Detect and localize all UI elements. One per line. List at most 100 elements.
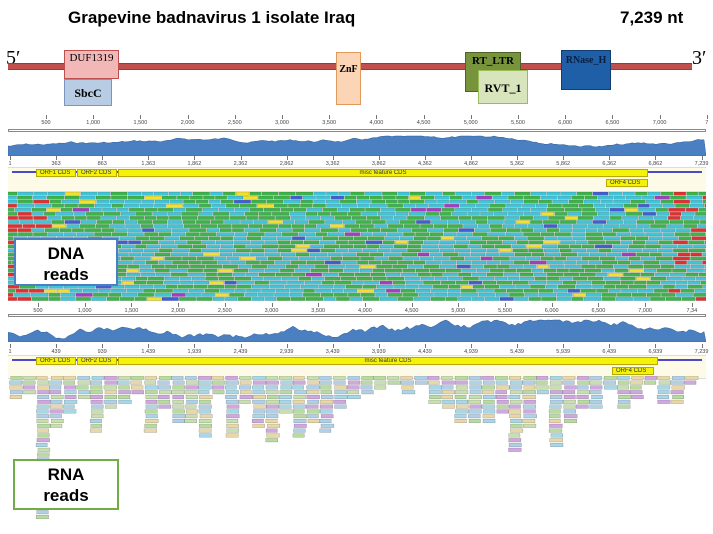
rna-read[interactable] <box>278 399 292 404</box>
dna-read[interactable] <box>324 276 341 281</box>
rna-read[interactable] <box>575 404 589 409</box>
dna-read[interactable] <box>313 192 326 196</box>
dna-read[interactable] <box>234 288 246 293</box>
rna-read[interactable] <box>49 385 62 390</box>
dna-read[interactable] <box>681 297 696 301</box>
dna-read[interactable] <box>577 216 594 220</box>
dna-read[interactable] <box>517 208 531 212</box>
dna-read[interactable] <box>266 199 284 204</box>
dna-read[interactable] <box>431 220 448 224</box>
dna-read[interactable] <box>516 284 530 289</box>
dna-read[interactable] <box>320 228 338 232</box>
dna-read[interactable] <box>170 268 187 273</box>
rna-read[interactable] <box>509 399 523 404</box>
rna-read[interactable] <box>185 376 197 380</box>
rna-read[interactable] <box>292 385 304 390</box>
dna-read[interactable] <box>182 220 196 224</box>
dna-read[interactable] <box>593 203 606 208</box>
dna-read[interactable] <box>680 216 694 220</box>
dna-read[interactable] <box>440 280 456 285</box>
rna-read[interactable] <box>321 395 334 400</box>
rna-read[interactable] <box>225 399 239 404</box>
rna-read[interactable] <box>90 380 103 385</box>
rna-read[interactable] <box>550 433 564 438</box>
dna-read[interactable] <box>487 216 505 220</box>
dna-read[interactable] <box>443 228 459 232</box>
rna-orf1-cds[interactable]: ORF1 CDS <box>36 357 76 365</box>
dna-read[interactable] <box>109 199 125 204</box>
rna-read[interactable] <box>401 385 414 390</box>
rna-read[interactable] <box>49 390 62 395</box>
dna-read[interactable] <box>134 256 151 261</box>
dna-read[interactable] <box>620 224 636 228</box>
dna-read[interactable] <box>489 224 503 228</box>
dna-read[interactable] <box>272 212 290 216</box>
dna-read[interactable] <box>705 264 706 269</box>
dna-read[interactable] <box>190 195 203 200</box>
rna-read[interactable] <box>50 423 63 428</box>
dna-read[interactable] <box>543 268 557 273</box>
rna-read[interactable] <box>89 428 102 433</box>
dna-read[interactable] <box>95 224 110 228</box>
rna-read[interactable] <box>252 376 266 380</box>
dna-read[interactable] <box>261 192 279 196</box>
dna-read[interactable] <box>642 195 655 200</box>
dna-read[interactable] <box>72 228 84 232</box>
dna-read[interactable] <box>285 264 299 269</box>
dna-read[interactable] <box>686 192 698 196</box>
dna-read[interactable] <box>234 199 251 204</box>
dna-read[interactable] <box>305 272 322 277</box>
rna-read[interactable] <box>265 376 278 380</box>
dna-read[interactable] <box>459 203 476 208</box>
dna-read[interactable] <box>580 288 596 293</box>
rna-read[interactable] <box>577 390 590 395</box>
rna-read[interactable] <box>144 390 158 395</box>
rna-read[interactable] <box>226 423 239 428</box>
dna-read[interactable] <box>158 232 172 236</box>
rna-read[interactable] <box>644 376 657 380</box>
dna-read[interactable] <box>235 248 251 253</box>
dna-read[interactable] <box>298 232 316 236</box>
dna-read[interactable] <box>366 216 381 220</box>
dna-read[interactable] <box>210 220 224 224</box>
dna-read[interactable] <box>33 216 47 220</box>
dna-read[interactable] <box>638 216 653 220</box>
dna-read[interactable] <box>471 216 488 220</box>
dna-read[interactable] <box>431 272 443 277</box>
dna-read[interactable] <box>387 293 402 297</box>
dna-read[interactable] <box>164 256 182 261</box>
dna-read[interactable] <box>631 293 647 297</box>
rna-read[interactable] <box>22 385 36 390</box>
dna-read[interactable] <box>381 260 397 265</box>
rna-read[interactable] <box>563 409 577 414</box>
dna-read[interactable] <box>180 280 194 285</box>
dna-read[interactable] <box>485 252 500 257</box>
dna-read[interactable] <box>416 203 429 208</box>
dna-read[interactable] <box>455 280 469 285</box>
rna-read[interactable] <box>618 395 631 400</box>
dna-read[interactable] <box>154 228 172 232</box>
dna-read[interactable] <box>246 272 259 277</box>
dna-read[interactable] <box>434 293 448 297</box>
dna-read[interactable] <box>267 264 286 269</box>
rna-read[interactable] <box>306 390 320 395</box>
dna-read[interactable] <box>577 252 590 257</box>
dna-read[interactable] <box>625 195 642 200</box>
rna-read[interactable] <box>159 376 172 380</box>
dna-read[interactable] <box>129 208 145 212</box>
dna-read[interactable] <box>653 216 668 220</box>
dna-read[interactable] <box>340 276 357 281</box>
dna-read[interactable] <box>214 256 227 261</box>
rna-read[interactable] <box>280 385 292 390</box>
rna-read[interactable] <box>537 390 549 395</box>
rna-read[interactable] <box>535 380 548 385</box>
dna-read[interactable] <box>441 208 455 212</box>
dna-read[interactable] <box>654 220 670 224</box>
dna-read[interactable] <box>326 203 342 208</box>
dna-read[interactable] <box>249 252 265 257</box>
dna-read[interactable] <box>673 240 688 245</box>
dna-read[interactable] <box>217 260 230 265</box>
dna-read[interactable] <box>455 208 472 212</box>
dna-read[interactable] <box>577 192 593 196</box>
dna-read[interactable] <box>220 199 234 204</box>
